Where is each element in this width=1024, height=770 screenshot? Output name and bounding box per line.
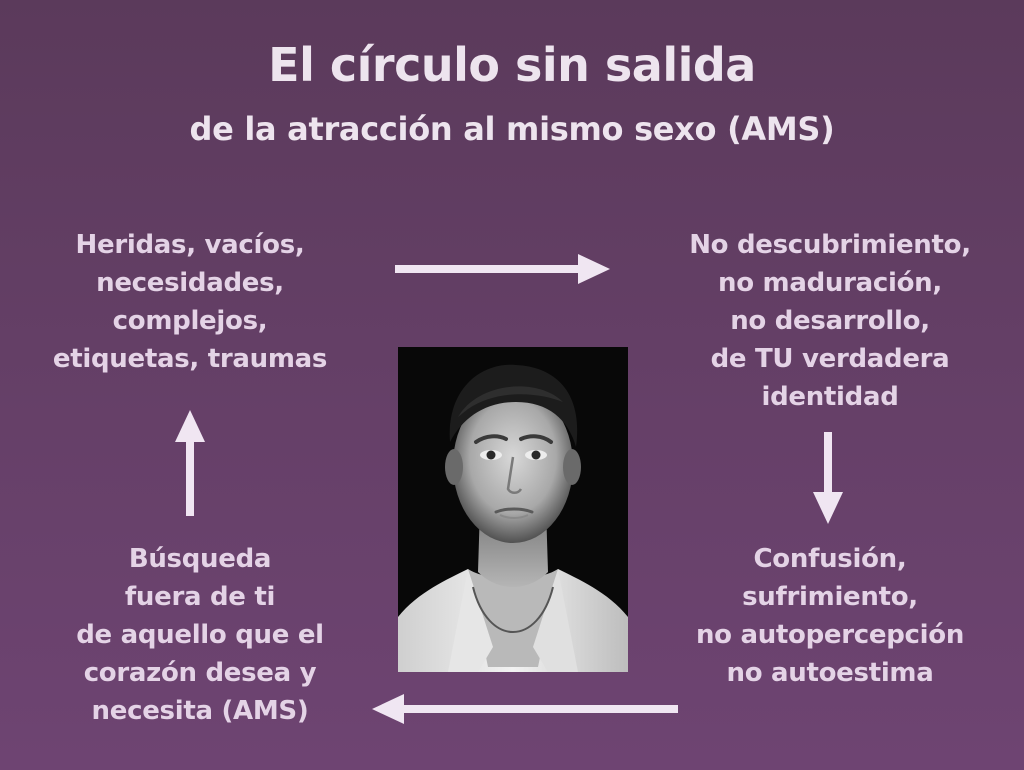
node-wounds-line: complejos, — [112, 306, 268, 336]
node-confusion: Confusión, sufrimiento, no autopercepció… — [660, 540, 1000, 692]
node-wounds-line: etiquetas, traumas — [52, 344, 328, 374]
node-search-line: corazón desea y — [83, 658, 317, 688]
arrow-left — [372, 694, 678, 724]
diagram-title: El círculo sin salida — [268, 38, 756, 92]
node-wounds-line: Heridas, vacíos, — [75, 230, 305, 260]
node-confusion-line: no autopercepción — [695, 620, 965, 650]
node-wounds: Heridas, vacíos, necesidades, complejos,… — [18, 226, 362, 378]
node-confusion-line: sufrimiento, — [742, 582, 918, 612]
node-no-discovery-line: de TU verdadera — [710, 344, 950, 374]
node-no-discovery-line: no desarrollo, — [730, 306, 930, 336]
node-search: Búsqueda fuera de ti de aquello que el c… — [30, 540, 370, 730]
node-confusion-line: Confusión, — [753, 544, 907, 574]
portrait-photo — [398, 347, 628, 672]
node-no-discovery: No descubrimiento, no maduración, no des… — [650, 226, 1010, 416]
node-search-line: Búsqueda — [128, 544, 272, 574]
arrow-right — [395, 254, 610, 284]
node-no-discovery-line: No descubrimiento, — [689, 230, 971, 260]
node-no-discovery-line: no maduración, — [718, 268, 942, 298]
diagram-subtitle: de la atracción al mismo sexo (AMS) — [189, 110, 835, 148]
node-confusion-line: no autoestima — [726, 658, 934, 688]
portrait-illustration — [398, 347, 628, 672]
arrow-down — [813, 432, 843, 524]
node-search-line: de aquello que el — [76, 620, 324, 650]
node-wounds-line: necesidades, — [96, 268, 284, 298]
node-no-discovery-line: identidad — [761, 382, 899, 412]
node-search-line: fuera de ti — [124, 582, 276, 612]
arrow-up — [175, 410, 205, 516]
node-search-line: necesita (AMS) — [91, 696, 309, 726]
